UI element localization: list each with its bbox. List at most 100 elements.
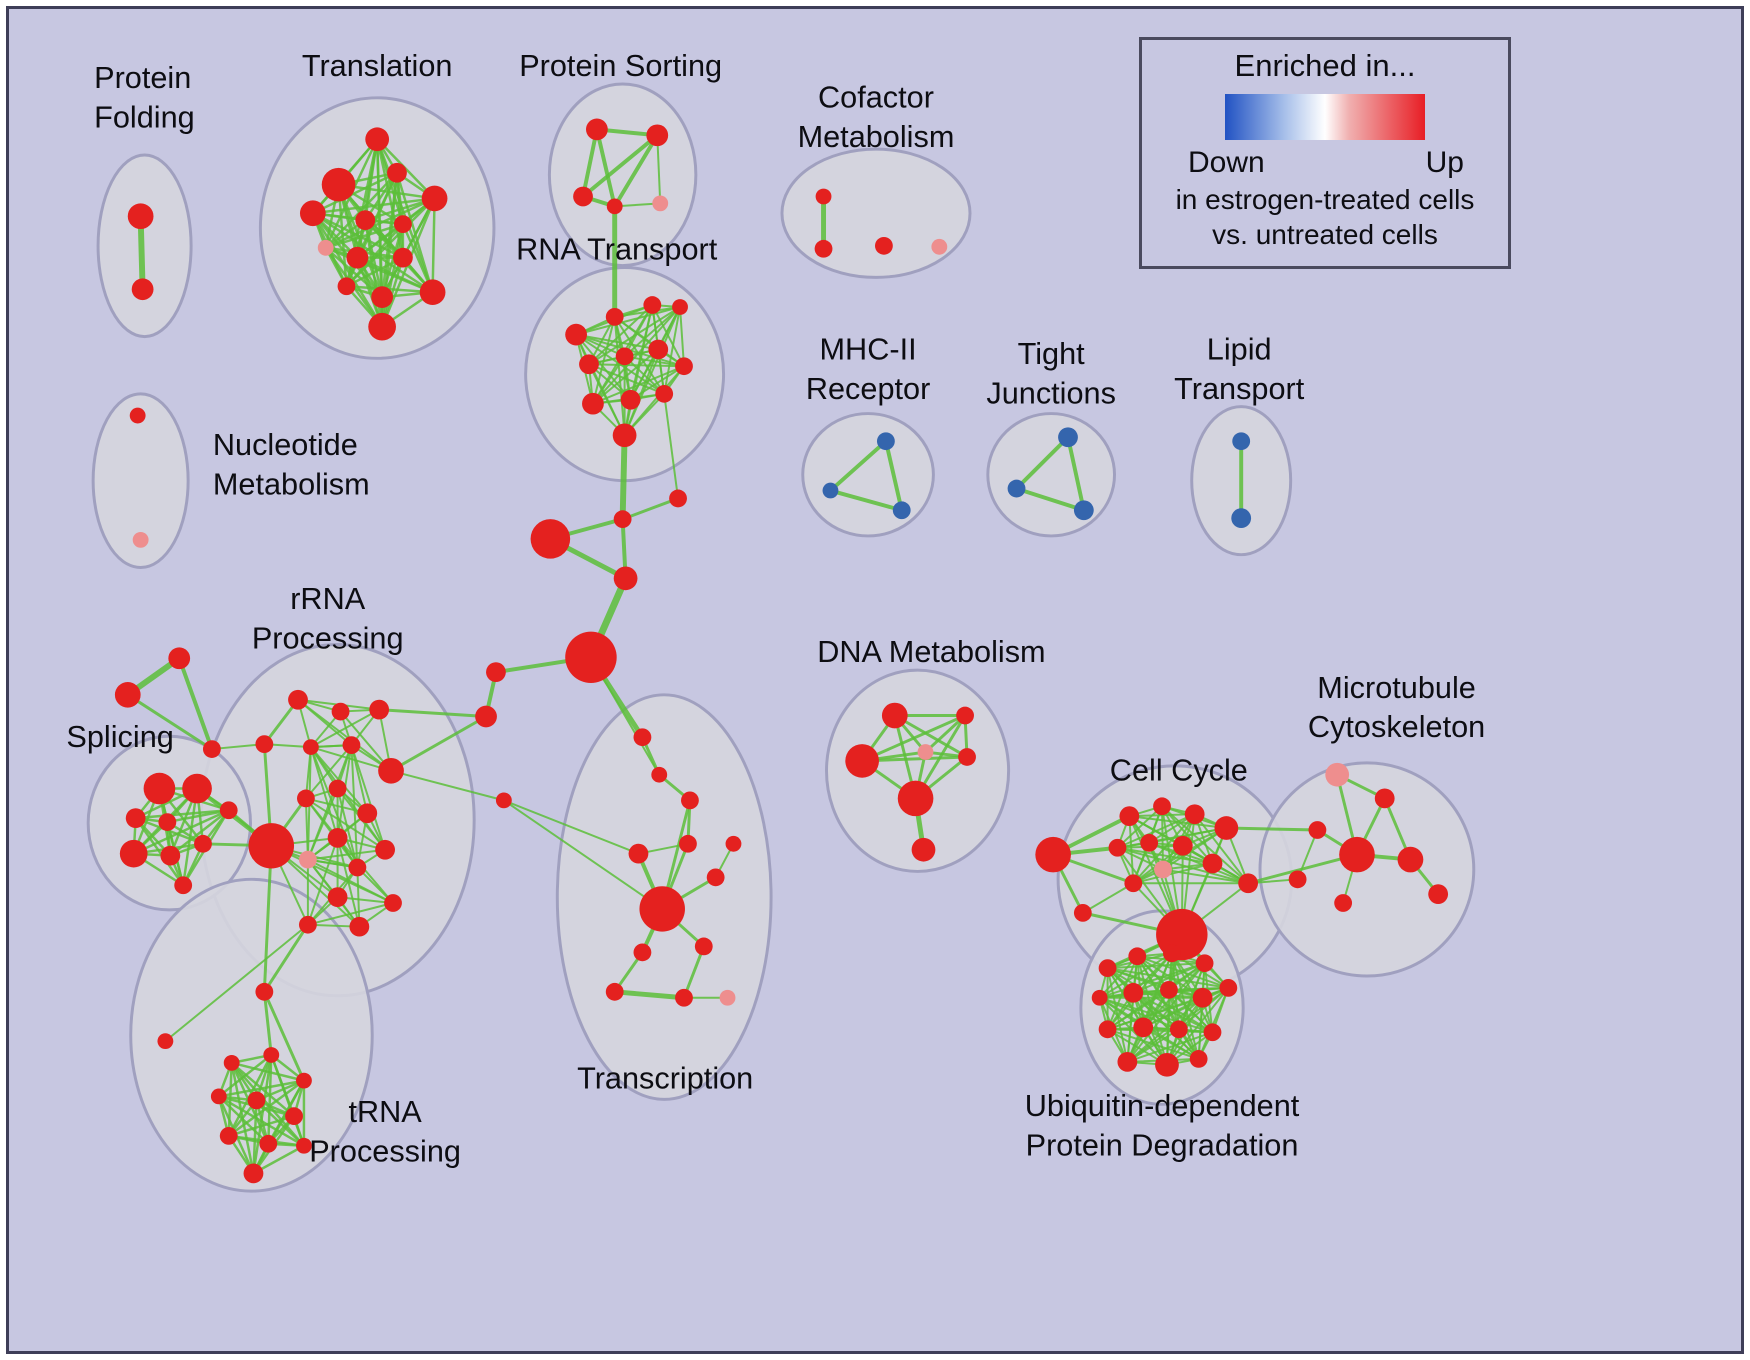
network-node-nm1: [129, 407, 146, 424]
network-edge: [309, 746, 359, 869]
network-node-ub8: [1160, 980, 1178, 999]
network-node-ub5: [1219, 978, 1238, 997]
network-node-ub15: [1155, 1052, 1179, 1077]
cluster-ellipse-cofactor-metabolism: [780, 147, 972, 279]
network-node-t6: [355, 210, 376, 231]
network-node-ccm: [1073, 903, 1092, 922]
network-node-cc5: [1108, 838, 1127, 857]
network-edge: [1081, 882, 1135, 914]
network-edge: [255, 1099, 306, 1147]
network-node-dm3: [845, 744, 879, 778]
network-node-rr12: [298, 850, 317, 869]
network-node-mt2: [1374, 788, 1395, 809]
network-edge: [262, 990, 306, 1083]
network-node-cc6: [1140, 833, 1159, 852]
network-edge: [1126, 962, 1206, 1063]
network-node-r7: [648, 339, 669, 360]
network-node-t2: [321, 167, 356, 202]
network-node-mt4: [1339, 836, 1375, 873]
network-node-ub12: [1169, 1020, 1188, 1039]
network-edge: [682, 944, 706, 1000]
network-edge: [126, 693, 214, 751]
network-edge: [587, 304, 654, 366]
network-edge: [1098, 955, 1139, 999]
network-edge: [828, 439, 888, 493]
network-edge: [613, 315, 666, 395]
network-node-tr6: [247, 1091, 266, 1110]
network-node-rr8: [297, 789, 315, 808]
network-node-dm2: [956, 706, 974, 725]
cluster-ellipse-nucleotide-metabolism: [91, 392, 190, 569]
network-node-cc4: [1214, 816, 1239, 840]
network-edge: [350, 744, 387, 851]
network-edge: [1148, 827, 1228, 844]
network-node-lp1: [1232, 432, 1251, 451]
cluster-ellipse-microtubule-cytoskeleton: [1258, 761, 1476, 978]
network-node-c1: [613, 510, 632, 529]
network-edge: [377, 708, 488, 718]
network-edge: [612, 989, 687, 1001]
network-edge: [297, 698, 393, 772]
network-node-ub9: [1192, 987, 1213, 1008]
network-node-cm4: [931, 238, 948, 255]
network-node-rr5: [302, 739, 319, 755]
network-node-t10: [393, 247, 413, 268]
network-node-nm2: [132, 531, 149, 548]
network-edge: [309, 708, 381, 749]
network-node-txl: [675, 988, 693, 1007]
network-edge: [1132, 862, 1214, 885]
network-node-s5: [119, 839, 148, 868]
network-node-ub3: [1163, 944, 1181, 963]
legend-gradient-bar: [1225, 94, 1425, 140]
network-node-pf1: [127, 203, 154, 230]
network-node-r6: [615, 347, 634, 366]
network-node-cc2: [1153, 797, 1171, 816]
network-node-tj1: [1058, 427, 1078, 448]
cluster-label-transcription: Transcription: [577, 1062, 753, 1096]
network-node-m1: [876, 432, 895, 451]
cluster-label-cell-cycle: Cell Cycle: [1110, 754, 1248, 788]
network-edge: [1161, 805, 1164, 871]
network-edge: [1116, 813, 1196, 849]
network-edge: [217, 1079, 306, 1098]
network-edge: [594, 127, 617, 209]
network-edge: [860, 755, 969, 763]
network-node-dm4: [917, 744, 934, 760]
network-edge: [1106, 955, 1139, 1031]
cluster-label-cofactor-metabolism: Metabolism: [798, 120, 955, 154]
network-edge: [304, 797, 309, 861]
network-edge: [431, 197, 436, 294]
network-node-dm1: [881, 702, 908, 729]
network-edge: [1167, 988, 1214, 1034]
network-node-txj: [694, 937, 713, 956]
network-node-ps2: [646, 124, 669, 147]
network-node-tj2: [1007, 479, 1026, 498]
network-node-cc10: [1124, 874, 1143, 893]
cluster-label-trna-processing: tRNA: [348, 1095, 422, 1129]
network-node-tr4: [296, 1072, 312, 1089]
network-node-tr10: [296, 1137, 312, 1154]
network-node-rr9: [328, 779, 347, 798]
network-edge: [587, 363, 666, 395]
network-edge: [1148, 841, 1250, 885]
network-edge: [1197, 996, 1204, 1060]
network-node-ub7: [1123, 982, 1144, 1003]
network-node-r1: [565, 323, 587, 346]
network-node-rr2: [331, 702, 350, 721]
network-node-cm1: [815, 188, 832, 205]
network-edge: [612, 133, 660, 209]
network-edge: [623, 306, 682, 358]
network-edge: [591, 306, 682, 405]
cluster-ellipse-trna-processing: [129, 877, 374, 1193]
legend-down-label: Down: [1188, 146, 1265, 179]
network-edge: [1126, 1031, 1214, 1063]
network-node-ps1: [586, 118, 608, 141]
network-edge: [345, 256, 405, 288]
network-edge: [828, 488, 904, 513]
network-node-mt6: [1288, 870, 1307, 889]
network-node-txc: [681, 791, 699, 810]
network-node-txf: [706, 868, 725, 887]
network-node-tr2: [223, 1054, 240, 1071]
network-edge: [893, 714, 969, 759]
network-node-s7: [194, 834, 212, 853]
